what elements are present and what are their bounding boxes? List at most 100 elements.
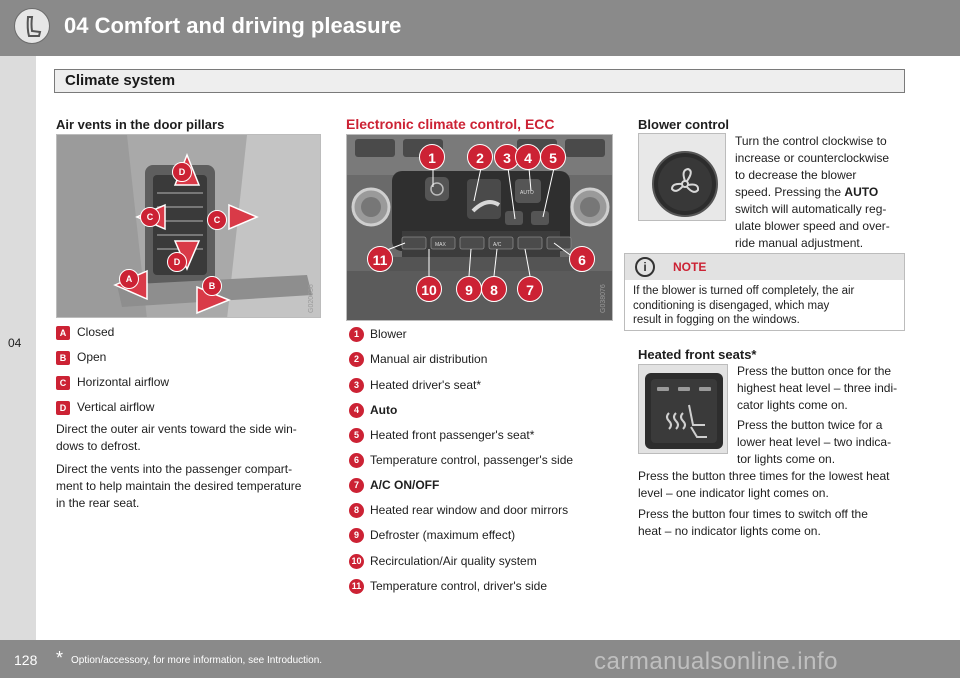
ecc-label: Defroster (maximum effect) <box>370 528 516 542</box>
text-line: Press the button four times to switch of… <box>638 507 868 521</box>
auto-keyword: AUTO <box>844 185 879 199</box>
text-line: ment to help maintain the desired temper… <box>56 479 302 493</box>
vent-photo-code: G020036 <box>308 284 315 313</box>
fan-icon <box>670 167 700 193</box>
heated-seat-icon <box>666 404 707 438</box>
text-line: Direct the outer air vents toward the si… <box>56 422 297 436</box>
ecc-callout-4: 4 <box>515 144 541 170</box>
ecc-number-badge: 4 <box>349 403 364 418</box>
ecc-callout-6: 6 <box>569 246 595 272</box>
ecc-number-badge: 1 <box>349 327 364 342</box>
text-line: heat – no indicator lights come on. <box>638 524 821 538</box>
text-line: Press the button three times for the low… <box>638 469 890 483</box>
blower-heading: Blower control <box>638 117 730 132</box>
ecc-number-badge: 10 <box>349 554 364 569</box>
text-line: result in fogging on the windows. <box>633 314 800 326</box>
note-text: If the blower is turned off completely, … <box>633 284 854 328</box>
text-line: lower heat level – two indica- <box>737 435 892 449</box>
vent-callout-b: B <box>202 276 222 296</box>
text-fragment: speed. Pressing the <box>735 185 842 199</box>
vent-callout-c-right: C <box>207 210 227 230</box>
ecc-label: Manual air distribution <box>370 352 488 366</box>
ecc-callout-10: 10 <box>416 276 442 302</box>
vent-callout-d-top: D <box>172 162 192 182</box>
ecc-label: A/C ON/OFF <box>370 478 440 492</box>
text-line: increase or counterclockwise <box>735 151 890 165</box>
ecc-photo-code: G038076 <box>600 284 607 313</box>
footnote-star: * <box>56 648 64 668</box>
note-box: i NOTE If the blower is turned off compl… <box>624 253 905 331</box>
ecc-label: Temperature control, driver's side <box>370 579 548 593</box>
text-line: to decrease the blower <box>735 168 857 182</box>
ecc-number-badge: 7 <box>349 478 364 493</box>
vent-callout-d-bottom: D <box>167 252 187 272</box>
note-title: NOTE <box>673 260 707 274</box>
page-number: 128 <box>14 652 38 668</box>
heated-seats-heading: Heated front seats* <box>638 347 757 362</box>
text-line: conditioning is disengaged, which may <box>633 299 830 312</box>
text-line: cator lights come on. <box>737 398 848 412</box>
ecc-callout-2: 2 <box>467 144 493 170</box>
ecc-label: Recirculation/Air quality system <box>370 554 537 568</box>
vents-paragraph-rear: Direct the vents into the passenger comp… <box>56 461 301 512</box>
ecc-callout-9: 9 <box>456 276 482 302</box>
panel-ac-text: A/C <box>493 242 502 248</box>
vent-callout-c-left: C <box>140 207 160 227</box>
ecc-label: Auto <box>370 403 398 417</box>
ecc-panel-photo: AUTO A/C MAX 1 2 3 4 5 6 7 8 9 10 11 G03… <box>346 134 613 321</box>
ecc-label: Temperature control, passenger's side <box>370 453 574 467</box>
page-footer: 128 * Option/accessory, for more informa… <box>0 640 960 678</box>
vent-label: Open <box>77 350 107 364</box>
vent-label: Horizontal airflow <box>77 375 170 389</box>
ecc-label: Heated driver's seat* <box>370 378 482 392</box>
ecc-heading: Electronic climate control, ECC <box>346 116 555 132</box>
ecc-callout-1: 1 <box>419 144 445 170</box>
text-line: tor lights come on. <box>737 452 836 466</box>
panel-auto-text: AUTO <box>520 190 534 196</box>
blower-knob-photo <box>638 133 726 221</box>
ecc-number-badge: 3 <box>349 378 364 393</box>
ecc-number-badge: 5 <box>349 428 364 443</box>
vent-badge: D <box>56 401 70 415</box>
vent-label: Vertical airflow <box>77 400 155 414</box>
text-line: in the rear seat. <box>56 496 140 510</box>
vent-callout-a: A <box>119 269 139 289</box>
watermark: carmanualsonline.info <box>594 648 838 675</box>
text-line: switch will automatically reg- <box>735 202 887 216</box>
section-title: Climate system <box>65 72 176 89</box>
vent-badge: C <box>56 376 70 390</box>
ecc-callout-8: 8 <box>481 276 507 302</box>
text-line: highest heat level – three indi- <box>737 381 898 395</box>
door-vent-photo: D C C D A B G020036 <box>56 134 321 318</box>
chapter-side-tab: 04 <box>0 56 36 640</box>
ecc-label: Heated front passenger's seat* <box>370 428 535 442</box>
ecc-number-badge: 11 <box>349 579 364 594</box>
vents-heading: Air vents in the door pillars <box>56 117 225 132</box>
ecc-label: Blower <box>370 327 407 341</box>
seat-button-photo <box>638 364 728 454</box>
seats-paragraph-low: Press the button twice for a lower heat … <box>737 417 891 468</box>
text-line: speed. Pressing the AUTO <box>735 184 890 201</box>
ecc-label: Heated rear window and door mirrors <box>370 503 569 517</box>
vents-paragraph-defrost: Direct the outer air vents toward the si… <box>56 421 297 455</box>
ecc-callout-7: 7 <box>517 276 543 302</box>
text-line: ulate blower speed and over- <box>735 219 890 233</box>
seats-paragraph-lowest: Press the button three times for the low… <box>638 468 889 502</box>
panel-max-text: MAX <box>435 242 447 248</box>
text-line: Press the button once for the <box>737 364 892 378</box>
blower-paragraph: Turn the control clockwise to increase o… <box>735 133 890 252</box>
ecc-number-badge: 9 <box>349 528 364 543</box>
note-header: i NOTE <box>625 254 904 280</box>
section-header: Climate system <box>54 69 905 93</box>
text-line: If the blower is turned off completely, … <box>633 285 855 297</box>
chapter-header: 04 Comfort and driving pleasure <box>0 0 960 56</box>
ecc-number-badge: 2 <box>349 352 364 367</box>
vent-badge: A <box>56 326 70 340</box>
chapter-tab-label: 04 <box>8 336 22 350</box>
text-line: Press the button twice for a <box>737 418 883 432</box>
vent-label: Closed <box>77 325 115 339</box>
seats-paragraph-off: Press the button four times to switch of… <box>638 506 868 540</box>
chapter-title: 04 Comfort and driving pleasure <box>64 13 402 38</box>
ecc-number-badge: 6 <box>349 453 364 468</box>
text-line: dows to defrost. <box>56 439 141 453</box>
